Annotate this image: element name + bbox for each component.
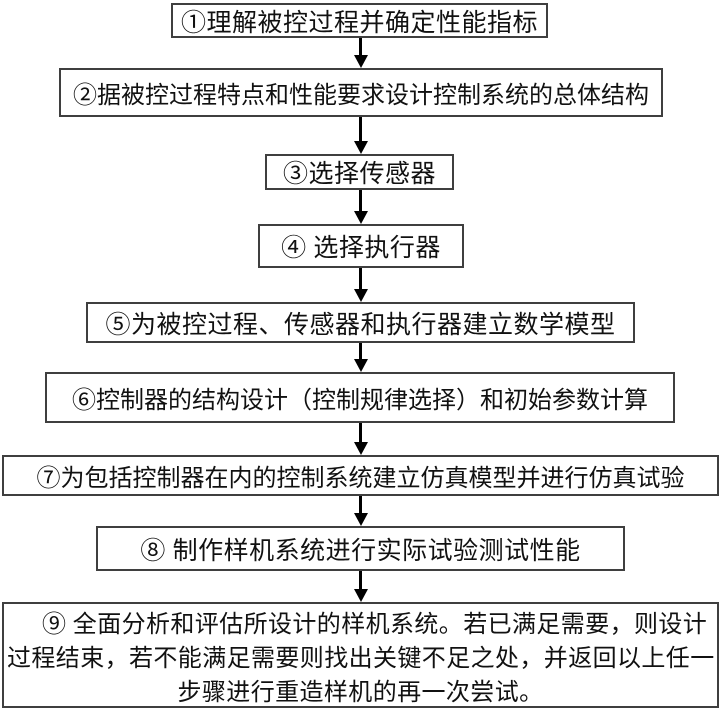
step-7-label: ⑦为包括控制器在内的控制系统建立仿真模型并进行仿真试验 [36, 466, 685, 492]
step-5-box: ⑤为被控过程、传感器和执行器建立数学模型 [86, 302, 635, 343]
arrow-stem [359, 343, 362, 359]
arrow-stem [359, 117, 362, 141]
arrow-down-icon [353, 141, 368, 154]
arrow-2-3 [353, 117, 368, 154]
arrow-stem [359, 190, 362, 211]
arrow-stem [359, 268, 362, 289]
arrow-4-5 [353, 268, 368, 302]
step-9-label-line-1: ⑨ 全面分析和评估所设计的样机系统。若已满足需要，则设计 [42, 612, 708, 638]
arrow-7-8 [353, 496, 368, 526]
arrow-stem [359, 496, 362, 513]
step-2-box: ②据被控过程特点和性能要求设计控制系统的总体结构 [59, 68, 663, 117]
arrow-down-icon [353, 211, 368, 224]
step-9-label-line-2: 过程结束，若不能满足需要则找出关键不足之处，并返回以上任一 [7, 646, 715, 672]
step-9-box: ⑨ 全面分析和评估所设计的样机系统。若已满足需要，则设计 过程结束，若不能满足需… [2, 602, 719, 708]
step-3-box: ③选择传感器 [265, 154, 454, 190]
arrow-down-icon [353, 55, 368, 68]
arrow-1-2 [353, 38, 368, 68]
step-4-label: ④ 选择执行器 [281, 235, 441, 262]
step-9-label-line-3: 步骤进行重造样机的再一次尝试。 [177, 680, 544, 706]
step-1-label: ①理解被控过程并确定性能指标 [180, 9, 538, 37]
step-1-box: ①理解被控过程并确定性能指标 [171, 3, 548, 38]
arrow-down-icon [353, 589, 368, 602]
step-8-label: ⑧ 制作样机系统进行实际试验测试性能 [140, 537, 581, 565]
arrow-5-6 [353, 343, 368, 372]
arrow-stem [359, 571, 362, 589]
step-7-box: ⑦为包括控制器在内的控制系统建立仿真模型并进行仿真试验 [2, 455, 719, 496]
arrow-down-icon [353, 359, 368, 372]
arrow-down-icon [353, 513, 368, 526]
step-4-box: ④ 选择执行器 [258, 224, 464, 268]
step-8-box: ⑧ 制作样机系统进行实际试验测试性能 [96, 526, 625, 571]
arrow-3-4 [353, 190, 368, 224]
step-5-label: ⑤为被控过程、传感器和执行器建立数学模型 [105, 311, 616, 339]
arrow-6-7 [353, 423, 368, 455]
arrow-8-9 [353, 571, 368, 602]
arrow-stem [359, 38, 362, 55]
step-3-label: ③选择传感器 [282, 161, 436, 188]
step-2-label: ②据被控过程特点和性能要求设计控制系统的总体结构 [73, 83, 649, 109]
arrow-down-icon [353, 289, 368, 302]
arrow-down-icon [353, 442, 368, 455]
arrow-stem [359, 423, 362, 442]
step-6-label: ⑥控制器的结构设计（控制规律选择）和初始参数计算 [72, 388, 648, 414]
step-6-box: ⑥控制器的结构设计（控制规律选择）和初始参数计算 [45, 372, 675, 423]
